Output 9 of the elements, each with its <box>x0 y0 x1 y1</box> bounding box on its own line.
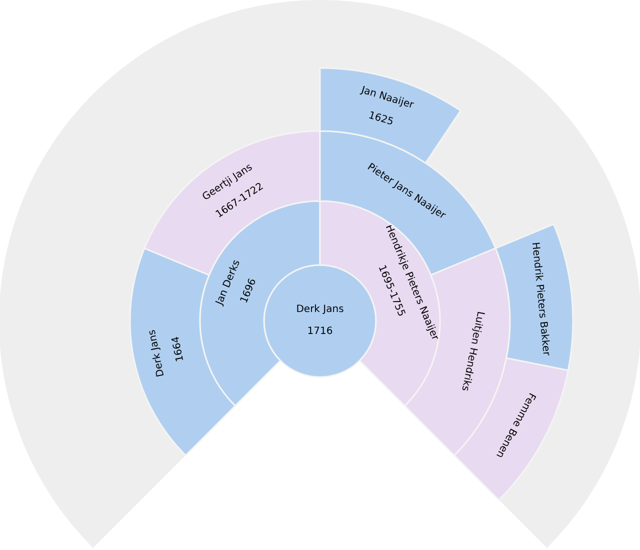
life-dates: 1716 <box>307 326 333 338</box>
person-name: Luitjen Hendriks <box>458 310 486 392</box>
person-name: Derk Jans <box>146 328 168 378</box>
life-dates: 1664 <box>170 335 188 363</box>
life-dates: 1625 <box>367 110 396 129</box>
person-name: Derk Jans <box>296 304 344 316</box>
person-name: Jan Naaijer <box>360 84 416 112</box>
person-name: Hendrik Pieters Bakker <box>528 242 552 357</box>
life-dates: 1696 <box>238 277 260 306</box>
